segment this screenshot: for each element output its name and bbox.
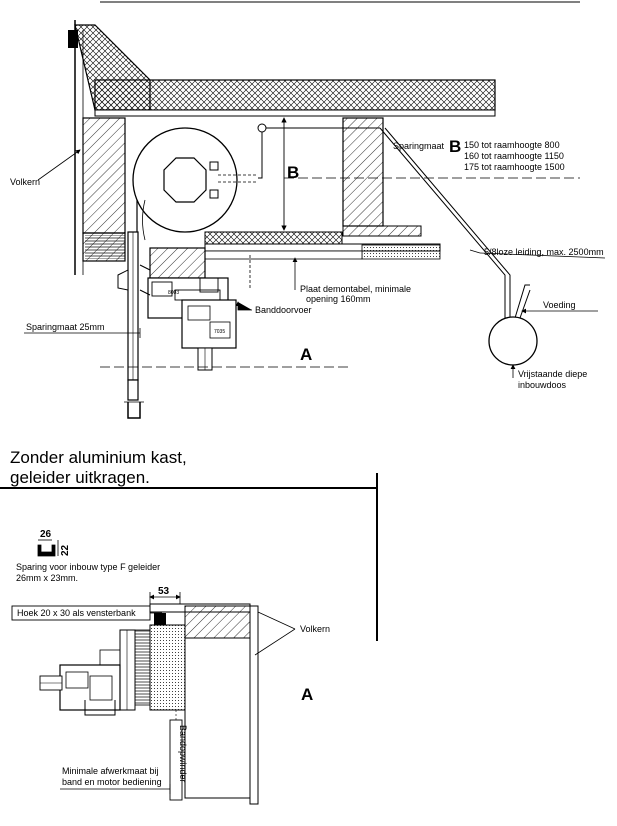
b-line-2: 160 tot raamhoogte 1150 [464, 151, 564, 161]
frame-column-dense [134, 629, 151, 706]
sash-profile [181, 299, 237, 349]
ceiling-plate-insulation [204, 231, 343, 245]
roof-slab-insulation [94, 79, 496, 111]
section-a-label-bottom: A [301, 685, 313, 704]
shutter-axle [163, 157, 207, 203]
dim-53-label: 53 [158, 586, 170, 597]
dim-26-label: 26 [40, 529, 52, 540]
voeding-pipe [514, 284, 530, 319]
sparing-label-1: Sparing voor inbouw type F geleider [16, 562, 160, 572]
sparingmaat-25-label: Sparingmaat 25mm [26, 322, 105, 332]
afwerk-label-2: band en motor bediening [62, 777, 162, 787]
frame-block-top [149, 247, 206, 279]
guide-section-detail [37, 544, 56, 557]
banddoorvoer-label: Banddoorvoer [255, 305, 312, 315]
guide-end-profile [127, 402, 141, 419]
cable-entry-ring [257, 123, 267, 133]
inbouwdoos-label-1: Vrijstaande diepe [518, 369, 587, 379]
guide-rail-lower [127, 379, 139, 401]
dim-b-label: B [287, 163, 299, 182]
sill-hatched [184, 605, 251, 639]
leiding-label: 5/8loze leiding, max. 2500mm [484, 247, 604, 257]
ceiling-dotted-strip [361, 244, 441, 260]
sparingmaat-b-marker: B [449, 137, 461, 156]
heading-line-2: geleider uitkragen. [10, 468, 150, 487]
guide-black-notch [154, 613, 166, 625]
axle-key-top [209, 161, 219, 171]
voeding-label: Voeding [543, 300, 576, 310]
volkern-label-top: Volkern [10, 177, 40, 187]
motor-cable [258, 132, 263, 179]
left-masonry-pier [82, 117, 126, 234]
dim-22-label: 22 [60, 544, 71, 556]
volkern-wall [249, 605, 259, 805]
b-line-1: 150 tot raamhoogte 800 [464, 140, 560, 150]
volkern-leader-bottom [254, 611, 296, 656]
profile-code-1: 8003 [168, 290, 179, 296]
lintel-hatch-dark [85, 235, 125, 259]
roof-slab-board [94, 109, 496, 117]
volkern-leader-top [37, 149, 81, 181]
b-line-3: 175 tot raamhoogte 1500 [464, 162, 565, 172]
sparing-label-2: 26mm x 23mm. [16, 573, 78, 583]
hoek-label: Hoek 20 x 30 als vensterbank [17, 608, 136, 618]
section-a-label-top: A [300, 345, 312, 364]
banddoorvoer-leader [235, 301, 252, 311]
junction-box [488, 316, 538, 366]
batten-right [342, 225, 422, 237]
conduit-pipe [379, 127, 506, 318]
inbouwdoos-label-2: inbouwdoos [518, 380, 567, 390]
wall-cap [68, 30, 78, 48]
plaat-label-1: Plaat demontabel, minimale [300, 284, 411, 294]
profile-code-2: 7035 [214, 329, 225, 335]
axle-key-bottom [209, 189, 219, 199]
plaat-label-2: opening 160mm [306, 294, 371, 304]
bandopwinder-label: Bandopwinder [178, 725, 188, 783]
ceiling-under-strip [204, 250, 363, 260]
heading-line-1: Zonder aluminium kast, [10, 448, 187, 467]
sparingmaat-label: Sparingmaat [393, 141, 445, 151]
wall-body [184, 637, 251, 799]
right-masonry-pier [342, 117, 384, 227]
frame-column-dotted [149, 624, 186, 711]
volkern-label-bottom: Volkern [300, 624, 330, 634]
leiding-leader [479, 252, 606, 259]
afwerk-label-1: Minimale afwerkmaat bij [62, 766, 159, 776]
